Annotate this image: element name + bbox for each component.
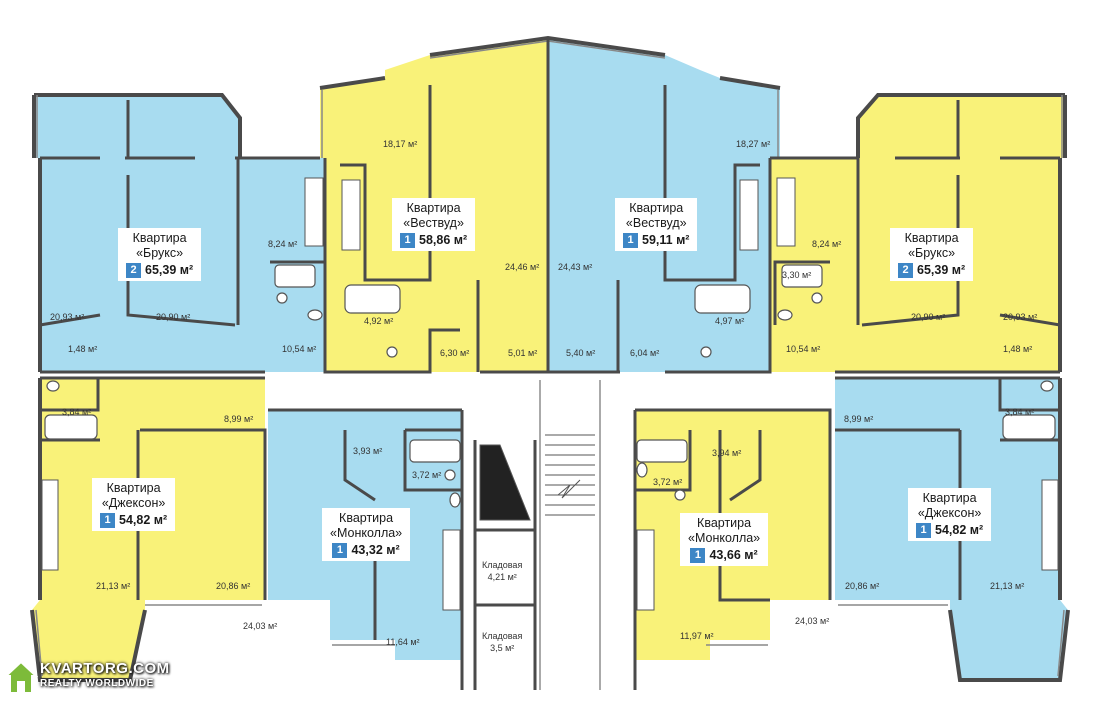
apartment-name: «Вествуд» — [625, 216, 687, 230]
apartment-title: Квартира — [132, 231, 187, 245]
room-area: 24,03 м² — [795, 616, 830, 626]
room-area: 3,72 м² — [412, 470, 442, 480]
apartment-area: 54,82 м² — [935, 523, 984, 537]
storage-room-1: Кладовая 4,21 м² — [478, 557, 527, 585]
apartment-name: «Джексон» — [101, 496, 166, 510]
room-area: 8,99 м² — [224, 414, 254, 424]
apartment-area: 59,11 м² — [642, 233, 690, 247]
room-area: 3,93 м² — [353, 446, 383, 456]
staircase — [479, 380, 601, 690]
apartment-label-jackson-right[interactable]: Квартира «Джексон» 1 54,82 м² — [908, 488, 992, 541]
apartment-area: 43,66 м² — [709, 548, 758, 562]
rooms-count-badge: 1 — [916, 523, 931, 538]
storage-name: Кладовая — [482, 631, 523, 641]
apartment-title: Квартира — [339, 511, 394, 525]
apartment-title: Квартира — [697, 516, 752, 530]
room-area: 3,84 м² — [1005, 407, 1035, 417]
watermark-subtitle: REALTY WORLDWIDE — [40, 678, 154, 689]
room-area: 5,40 м² — [566, 348, 596, 358]
apartment-area: 65,39 м² — [917, 263, 966, 277]
apartment-title: Квартира — [629, 201, 684, 215]
room-area: 8,99 м² — [844, 414, 874, 424]
rooms-count-badge: 1 — [332, 543, 348, 558]
apartment-title: Квартира — [106, 481, 161, 495]
apartment-area: 54,82 м² — [119, 513, 168, 527]
apartment-area: 43,32 м² — [351, 543, 400, 557]
apartment-name: «Монколла» — [688, 531, 761, 545]
room-area: 8,24 м² — [812, 239, 842, 249]
room-area: 6,04 м² — [630, 348, 660, 358]
rooms-count-badge: 1 — [400, 233, 415, 248]
room-area: 24,03 м² — [243, 621, 278, 631]
watermark-title: KVARTORG.COM — [40, 660, 170, 677]
room-area: 3,72 м² — [653, 477, 683, 487]
rooms-count-badge: 1 — [623, 233, 638, 248]
storage-area: 3,5 м² — [490, 643, 515, 653]
room-area: 3,30 м² — [782, 270, 812, 280]
apartment-title: Квартира — [406, 201, 461, 215]
room-area: 21,13 м² — [96, 581, 131, 591]
room-area: 8,24 м² — [268, 239, 298, 249]
room-area: 4,92 м² — [364, 316, 394, 326]
apartment-name: «Брукс» — [136, 246, 184, 260]
room-area: 1,48 м² — [1003, 344, 1033, 354]
apartment-label-bruks-left[interactable]: Квартира «Брукс» 2 65,39 м² — [118, 228, 202, 281]
room-area: 3,84 м² — [62, 407, 92, 417]
rooms-count-badge: 2 — [898, 263, 913, 278]
apartment-name: «Монколла» — [330, 526, 403, 540]
room-area: 18,27 м² — [736, 139, 771, 149]
room-area: 20,93 м² — [1003, 312, 1038, 322]
room-area: 20,86 м² — [216, 581, 251, 591]
apartment-name: «Брукс» — [908, 246, 956, 260]
room-area: 24,46 м² — [505, 262, 540, 272]
apartment-label-jackson-left[interactable]: Квартира «Джексон» 1 54,82 м² — [92, 478, 176, 531]
watermark: KVARTORG.COM REALTY WORLDWIDE — [4, 660, 194, 700]
room-area: 20,86 м² — [845, 581, 880, 591]
room-area: 11,97 м² — [680, 631, 714, 641]
apartment-label-vestvud-left[interactable]: Квартира «Вествуд» 1 58,86 м² — [392, 198, 476, 251]
room-area: 20,93 м² — [50, 312, 85, 322]
room-area: 18,17 м² — [383, 139, 418, 149]
storage-name: Кладовая — [482, 560, 523, 570]
apartment-name: «Джексон» — [917, 506, 982, 520]
apartment-area: 58,86 м² — [419, 233, 468, 247]
apartment-title: Квартира — [904, 231, 959, 245]
rooms-count-badge: 1 — [690, 548, 706, 563]
rooms-count-badge: 2 — [126, 263, 141, 278]
storage-room-2: Кладовая 3,5 м² — [478, 628, 527, 656]
room-area: 20,90 м² — [156, 312, 191, 322]
room-area: 10,54 м² — [282, 344, 317, 354]
room-area: 3,94 м² — [712, 448, 742, 458]
room-area: 11,64 м² — [386, 637, 420, 647]
house-logo-icon — [4, 660, 38, 694]
storage-area: 4,21 м² — [487, 572, 517, 582]
room-area: 4,97 м² — [715, 316, 745, 326]
apartment-name: «Вествуд» — [403, 216, 464, 230]
apartment-title: Квартира — [922, 491, 977, 505]
room-area: 5,01 м² — [508, 348, 538, 358]
room-area: 1,48 м² — [68, 344, 98, 354]
apartment-area: 65,39 м² — [145, 263, 194, 277]
rooms-count-badge: 1 — [100, 513, 115, 528]
room-area: 6,30 м² — [440, 348, 470, 358]
room-area: 24,43 м² — [558, 262, 593, 272]
apartment-label-vestvud-right[interactable]: Квартира «Вествуд» 1 59,11 м² — [615, 198, 698, 251]
room-area: 10,54 м² — [786, 344, 821, 354]
room-area: 20,90 м² — [911, 312, 946, 322]
room-area: 21,13 м² — [990, 581, 1025, 591]
apartment-label-bruks-right[interactable]: Квартира «Брукс» 2 65,39 м² — [890, 228, 974, 281]
